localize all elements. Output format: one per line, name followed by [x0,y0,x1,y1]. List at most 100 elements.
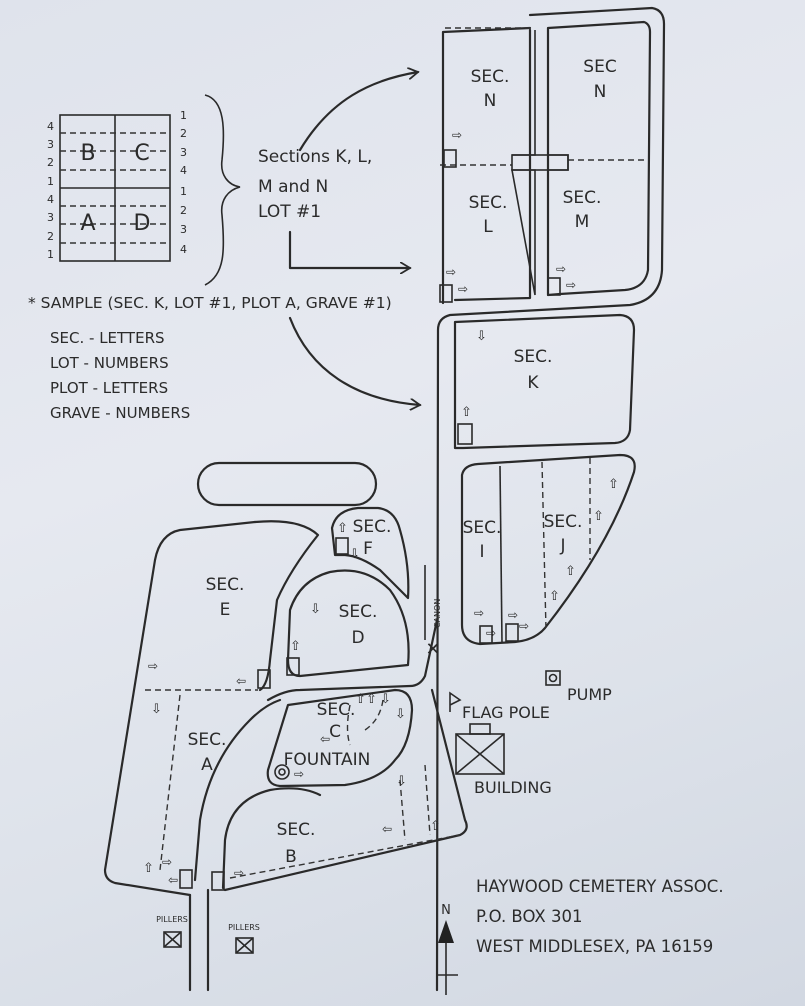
svg-text:1: 1 [47,175,54,188]
section-e: SEC. E ⇨ ⇦ ⇩ [103,520,320,897]
bracket-label-3: LOT #1 [258,202,321,222]
arrow-left-icon: ⇦ [168,873,178,887]
svg-text:1: 1 [47,248,54,261]
piller-icon [235,937,254,954]
flag-pole-icon [449,691,462,712]
sec-n-left-letter: N [484,91,497,111]
lot-marker [505,623,519,642]
sec-l-letter: L [483,217,493,237]
sec-b-letter: B [285,847,297,867]
sec-n-left-title: SEC. [471,67,510,87]
section-k: SEC. K ⇩ ⇧ [453,313,636,450]
canon: ✕ CANON [424,565,442,660]
sec-f-letter: F [363,539,373,559]
pillers-left: PILLERS [156,915,188,948]
arrow-right-icon: ⇨ [474,606,484,620]
lot-marker [443,149,457,168]
arrow-to-sec-k [288,316,420,405]
plot-grid-legend: B C A D 4 3 2 1 4 3 2 1 1 2 3 4 1 2 3 4 [47,94,241,286]
arrow-up-icon: ⇧ [430,819,441,834]
pillers-right: PILLERS [228,923,260,954]
key-line-plot: PLOT - LETTERS [50,379,168,397]
arrow-up-icon: ⇧ [337,521,348,536]
arrow-left-icon: ⇦ [320,732,330,746]
section-f: SEC. F ⇧ ⇩ [330,506,410,600]
lot-marker [286,657,300,676]
arrow-down-icon: ⇩ [380,692,391,707]
arrow-up-icon: ⇧ [290,639,301,654]
lot-marker [335,537,349,555]
key-line-lot: LOT - NUMBERS [50,354,169,372]
north-arrow-icon [438,920,454,943]
lot-marker [457,423,473,445]
plot-c-label: C [134,141,149,166]
fountain-label: FOUNTAIN [284,750,371,770]
arrow-right-icon: ⇨ [148,659,158,673]
sections-i-j: SEC. I SEC. J ⇨ ⇨ ⇨ ⇨ ⇧ ⇧ ⇧ ⇧ [460,453,636,646]
sec-m-letter: M [575,212,590,232]
arrow-up-icon: ⇧ [355,692,366,707]
sec-j-title: SEC. [544,512,583,532]
arrow-up-icon: ⇧ [366,692,377,707]
svg-text:3: 3 [47,211,54,224]
grave-numbers-right: 1 2 3 4 1 2 3 4 [180,109,187,256]
pump-icon [545,670,561,686]
association-city: WEST MIDDLESEX, PA 16159 [476,937,713,956]
arrow-to-sec-l [288,230,410,268]
association-name: HAYWOOD CEMETERY ASSOC. [476,877,724,896]
plot-d-label: D [134,211,151,236]
road [221,787,322,890]
fountain-icon [274,764,290,780]
lot-marker [179,869,193,889]
sample-line: * SAMPLE (SEC. K, LOT #1, PLOT A, GRAVE … [28,294,392,312]
sec-n-right-title: SEC [583,57,616,77]
arrow-up-icon: ⇧ [143,861,154,876]
road [193,698,282,882]
sec-a-title: SEC. [188,730,227,750]
arrow-right-icon: ⇨ [519,619,529,633]
sec-l-title: SEC. [469,193,508,213]
arrow-down-icon: ⇩ [396,774,407,789]
arrow-right-icon: ⇨ [234,866,244,880]
arrow-down-icon: ⇩ [395,707,406,722]
association-box: P.O. BOX 301 [476,907,582,926]
svg-text:3: 3 [180,146,187,159]
sec-j-letter: J [559,536,565,556]
arrow-up-icon: ⇧ [565,564,576,579]
lot-marker [211,871,225,891]
svg-text:PILLERS: PILLERS [228,923,260,932]
arrow-up-icon: ⇧ [461,405,472,420]
building-icon [455,723,505,775]
arrow-down-icon: ⇩ [151,702,162,717]
key-line-grave: GRAVE - NUMBERS [50,404,190,422]
oval-island [196,461,378,507]
sec-k-letter: K [527,373,539,393]
sec-n-right-letter: N [594,82,607,102]
sec-i-letter: I [479,542,484,562]
building-label: BUILDING [474,778,552,797]
sec-i-title: SEC. [463,518,502,538]
arrow-down-icon: ⇩ [310,602,321,617]
section-d: SEC. D ⇩ ⇧ [286,569,410,678]
flag-pole-label: FLAG POLE [462,703,550,722]
sec-d-letter: D [351,628,364,648]
bracket-label-2: M and N [258,177,328,197]
north-label: N [441,903,451,918]
svg-text:1: 1 [180,109,187,122]
brace-icon [204,94,241,286]
svg-text:2: 2 [47,230,54,243]
svg-text:2: 2 [180,127,187,140]
arrow-right-icon: ⇨ [294,767,304,781]
arrow-right-icon: ⇨ [508,608,518,622]
svg-text:2: 2 [180,204,187,217]
piller-icon [163,931,182,948]
arrow-up-icon: ⇧ [549,589,560,604]
svg-text:PILLERS: PILLERS [156,915,188,924]
svg-text:1: 1 [180,185,187,198]
sec-d-title: SEC. [339,602,378,622]
sec-c-letter: C [329,722,341,742]
lot-marker [439,284,453,303]
sec-k-title: SEC. [514,347,553,367]
grave-numbers-left: 4 3 2 1 4 3 2 1 [47,120,54,261]
